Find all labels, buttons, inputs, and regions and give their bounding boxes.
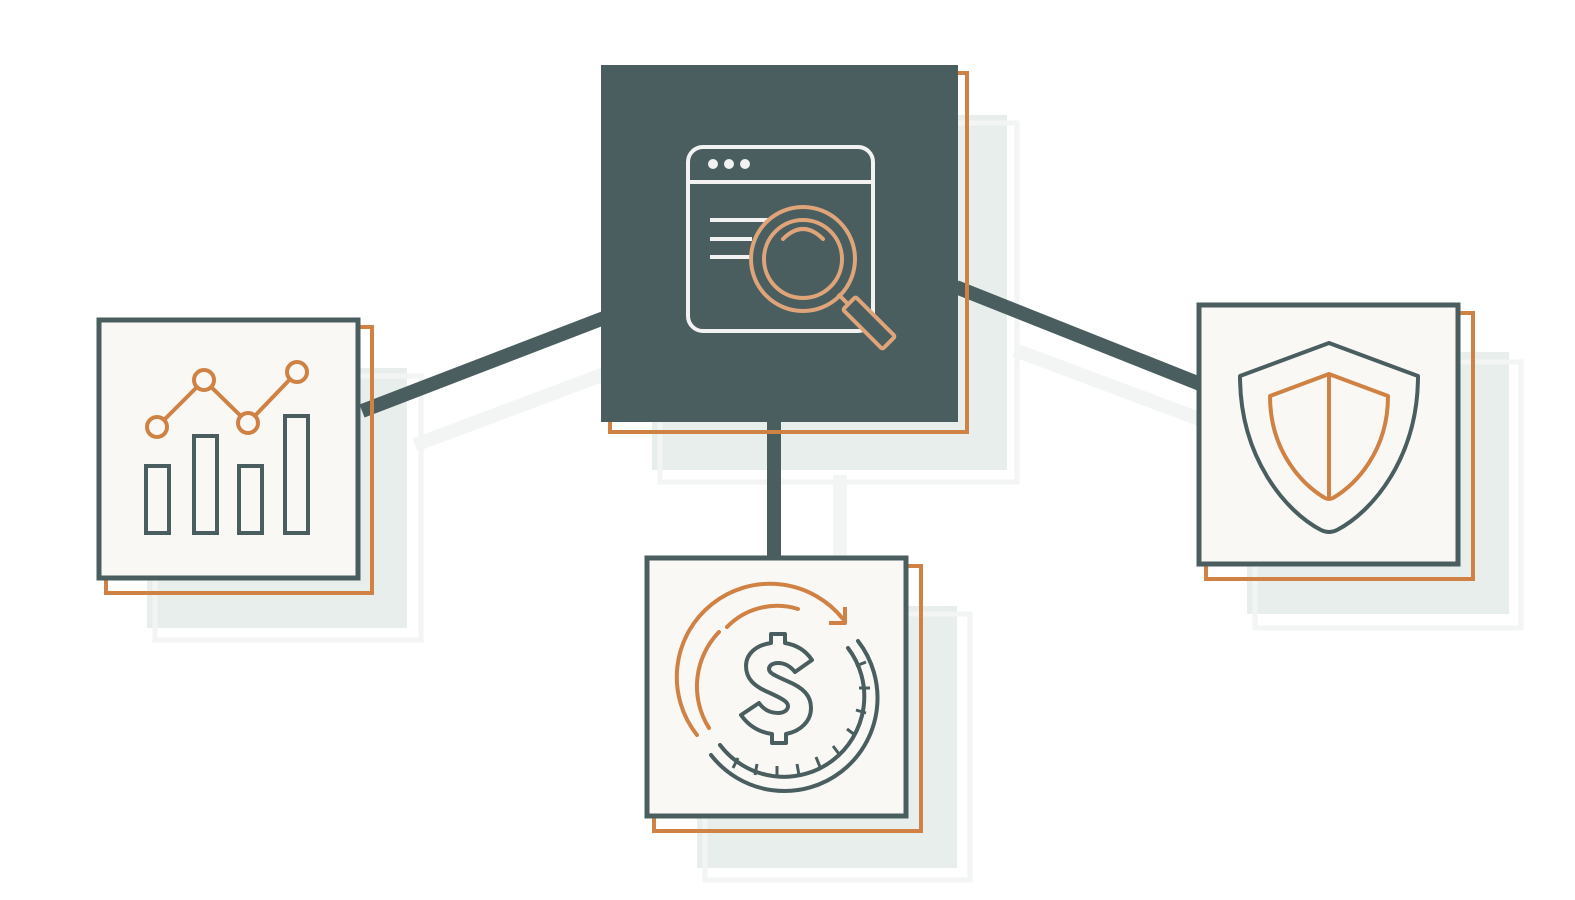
node-center [601, 65, 969, 434]
node-left-card [96, 317, 361, 581]
node-right [1196, 302, 1475, 581]
security-shield-icon [1238, 341, 1420, 534]
connector-center-left [359, 311, 607, 418]
analytics-chart-icon [144, 360, 310, 535]
dollar-cycle-icon [674, 581, 880, 793]
node-bottom [644, 555, 923, 833]
browser-search-icon [686, 145, 897, 351]
connectors [359, 280, 1203, 558]
connector-center-right [953, 280, 1203, 391]
node-left [96, 317, 374, 595]
